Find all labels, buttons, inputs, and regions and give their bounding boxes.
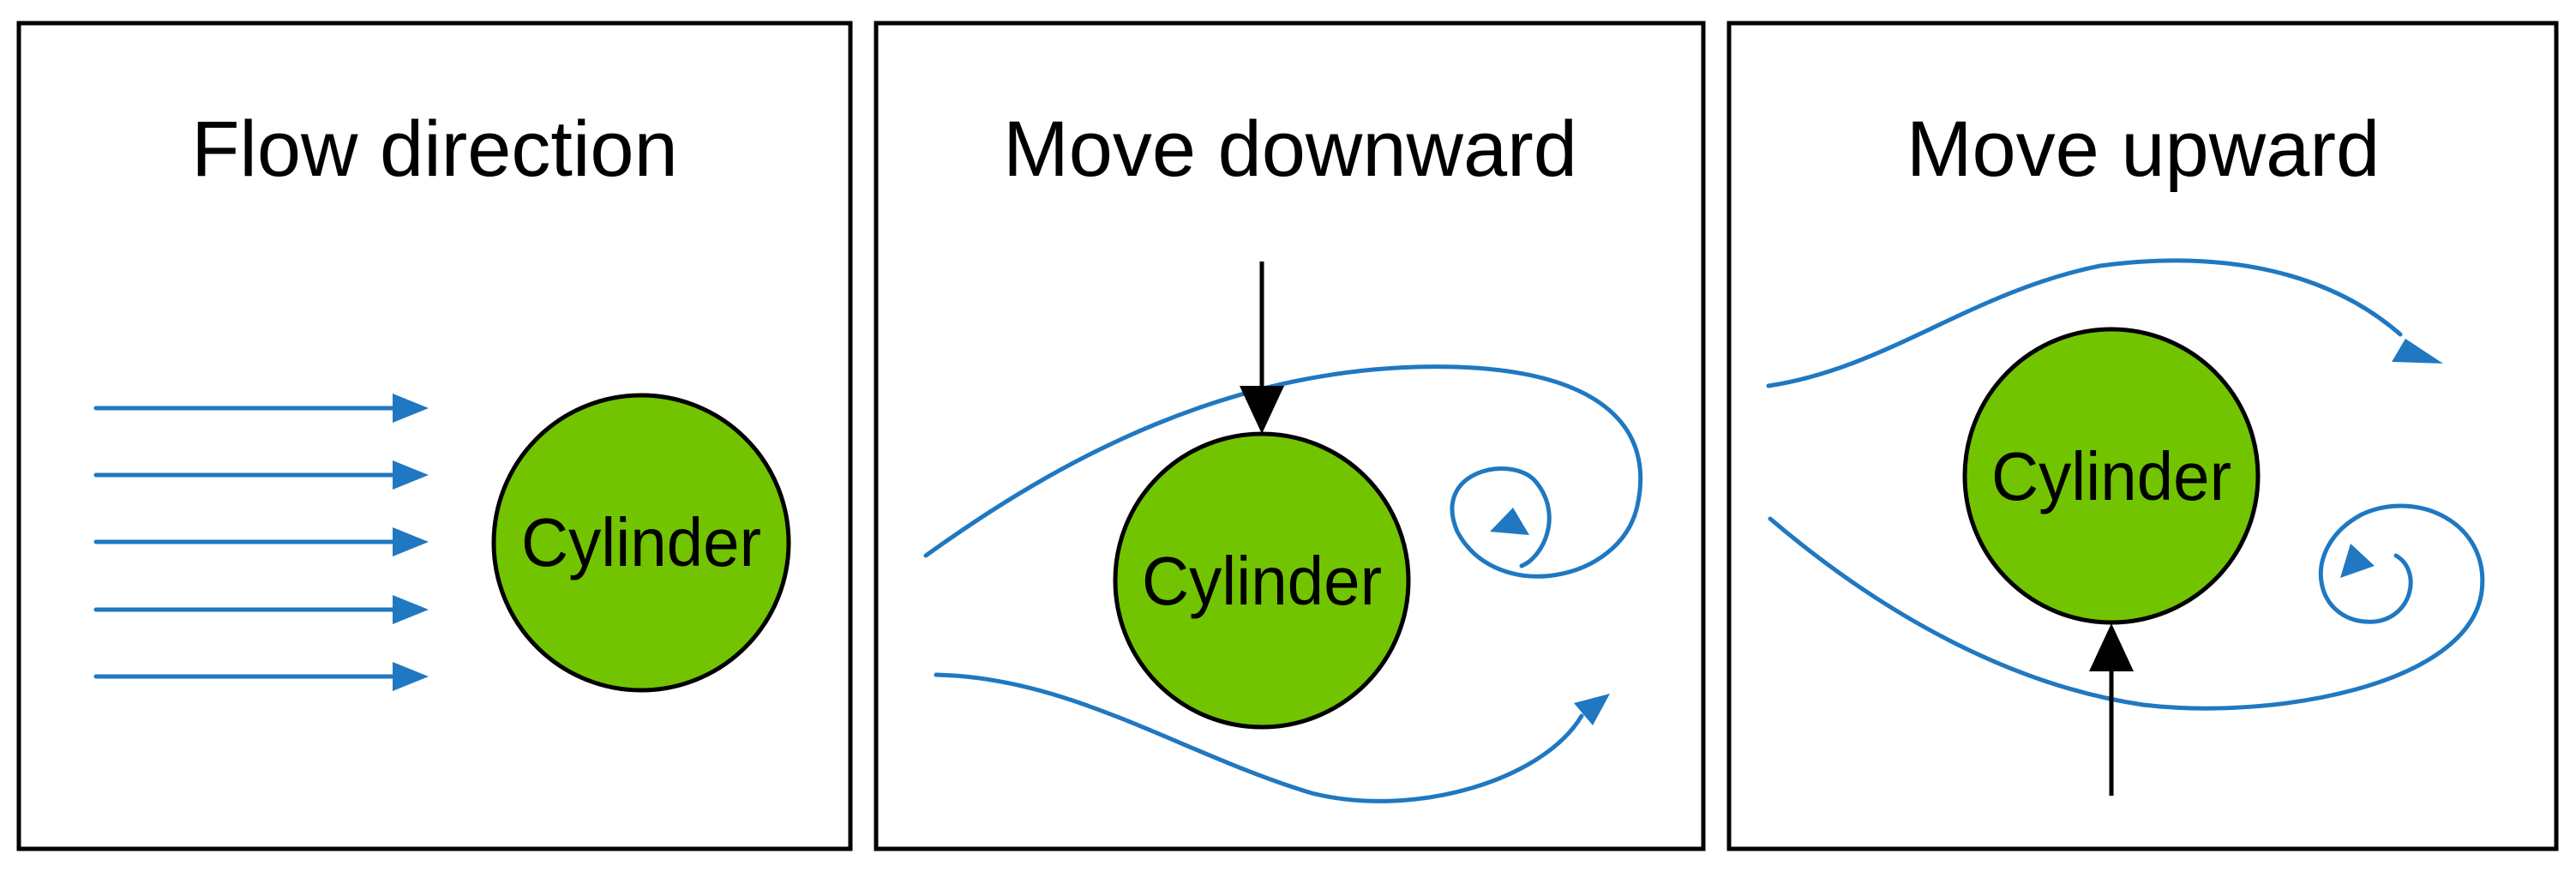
flow-arrow (93, 595, 429, 624)
move-up-arrow (2089, 623, 2134, 796)
cylinder-label: Cylinder (1991, 438, 2231, 514)
flow-arrow (93, 394, 429, 423)
streamline-arrowhead (2392, 339, 2443, 364)
cylinder: Cylinder (1962, 327, 2261, 625)
flow-arrow (93, 460, 429, 490)
panel-title: Move downward (1003, 105, 1577, 193)
panel-title: Move upward (1906, 105, 2380, 193)
panel-flow-direction: Flow direction (16, 21, 853, 851)
cylinder: Cylinder (491, 393, 791, 693)
lower-streamline-with-vortex (1768, 503, 2485, 711)
cylinder-label: Cylinder (1142, 543, 1382, 619)
vortex-arrowhead (2340, 544, 2375, 578)
cylinder-circle (491, 393, 791, 693)
cylinder-circle (1113, 431, 1411, 730)
move-down-arrow (1240, 262, 1284, 434)
cylinder: Cylinder (1113, 431, 1411, 730)
vortex-arrowhead (1490, 508, 1529, 535)
panel-title: Flow direction (191, 105, 678, 193)
streamline-arrowhead (1574, 694, 1610, 725)
lower-streamline (934, 672, 1610, 803)
cylinder-label: Cylinder (521, 504, 761, 580)
cylinder-circle (1962, 327, 2261, 625)
upper-streamline (1766, 258, 2443, 388)
flow-arrow (93, 662, 429, 691)
incoming-flow-arrows (93, 394, 429, 691)
upper-streamline-with-vortex (923, 364, 1643, 579)
panel-move-upward: Move upward Cylinder (1726, 21, 2559, 851)
flow-arrow (93, 527, 429, 556)
panel-move-downward: Move downward Cylinder (874, 21, 1706, 851)
